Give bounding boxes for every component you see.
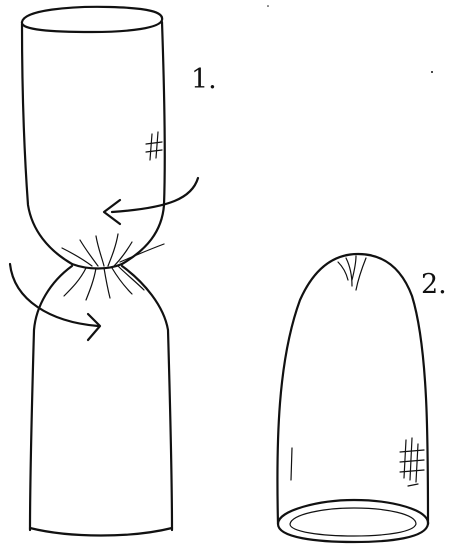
step-2-label: 2. — [421, 271, 447, 298]
step-2-figure — [277, 254, 428, 542]
step-1-figure — [10, 7, 198, 536]
step-1-arrow-fold-left-icon — [104, 178, 198, 224]
step-1-arrow-fold-right-icon — [10, 264, 100, 340]
step-1-lower-wrinkles — [64, 266, 144, 300]
step-2-gather-wrinkles — [338, 256, 366, 290]
stray-dot — [267, 5, 269, 7]
step-1-upper-wrinkles — [62, 234, 164, 266]
step-2-dome-outline — [277, 254, 428, 524]
step-2-hash-mark — [400, 438, 424, 486]
step-2-left-crease — [291, 448, 292, 480]
step-2-rim-inner — [290, 508, 416, 536]
step-1-bottom-opening — [30, 528, 172, 536]
step-1-top-opening — [22, 7, 162, 32]
step-1-upper-left-side — [22, 24, 72, 264]
step-1-hash-mark — [146, 132, 162, 160]
step-1-label: 1. — [191, 66, 217, 93]
stray-dot — [431, 71, 433, 73]
step-1-lower-right-side — [122, 266, 172, 530]
